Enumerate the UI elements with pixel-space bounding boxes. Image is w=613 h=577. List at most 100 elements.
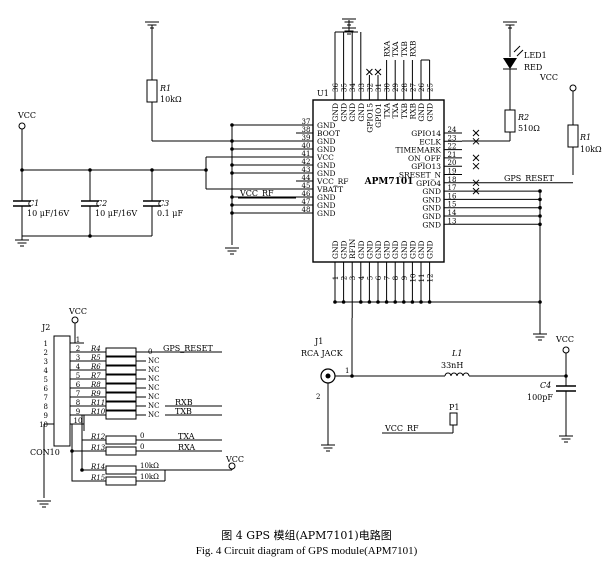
figure-caption-chinese: 图 4 GPS 模组(APM7101)电路图 bbox=[221, 529, 392, 542]
pin-number: 12 bbox=[427, 274, 435, 283]
resistor-value: NC bbox=[148, 402, 159, 410]
pin-number: 8 bbox=[392, 276, 400, 280]
net-label: TXA bbox=[391, 41, 400, 57]
c4-value: 100pF bbox=[527, 393, 553, 402]
junction-dot bbox=[88, 234, 92, 238]
junction-dot bbox=[230, 195, 234, 199]
j2-pin-number: 4 bbox=[76, 363, 81, 371]
pin-label: GND bbox=[422, 220, 441, 229]
pin-label: SRESET_N bbox=[399, 171, 442, 180]
resistor-value: NC bbox=[148, 366, 159, 374]
j1-ref: J1 bbox=[314, 337, 323, 346]
resistor-value: 0 bbox=[140, 443, 144, 451]
pin-label: GND bbox=[374, 240, 383, 259]
pin-label: GND bbox=[400, 240, 409, 259]
pin-number: 28 bbox=[401, 83, 409, 92]
pin-number: 24 bbox=[448, 126, 457, 134]
j2-pin-number: 3 bbox=[44, 358, 48, 366]
vcc-rf-net-label: VCC_RF bbox=[239, 189, 274, 198]
pin-number: 29 bbox=[392, 83, 400, 92]
pin-label: GND bbox=[317, 169, 336, 178]
resistor-ref: R5 bbox=[90, 354, 101, 362]
pin-number: 7 bbox=[384, 276, 392, 280]
net-label-rxb: RXB bbox=[175, 398, 193, 407]
junction-dot bbox=[230, 163, 234, 167]
resistor-ref: R12 bbox=[90, 433, 106, 441]
led-symbol bbox=[503, 58, 517, 69]
pin-label: GND bbox=[408, 240, 417, 259]
net-label: RXB bbox=[408, 40, 417, 57]
l1-value: 33nH bbox=[441, 361, 463, 370]
pin-number: 44 bbox=[302, 174, 311, 182]
resistor-ref: R14 bbox=[90, 463, 105, 471]
r-reset-ref: R1 bbox=[579, 133, 591, 142]
resistor-value: 10kΩ bbox=[140, 462, 159, 470]
p1-test-point bbox=[449, 412, 458, 426]
pin-number: 30 bbox=[384, 83, 392, 92]
vcc-terminal bbox=[71, 316, 79, 324]
junction-dot bbox=[538, 197, 542, 202]
resistor-r6 bbox=[105, 365, 137, 375]
vcc-label: VCC bbox=[17, 111, 36, 120]
pin-label: BOOT bbox=[317, 129, 340, 138]
chip-name: APM7101 bbox=[364, 177, 414, 187]
resistor-r7 bbox=[105, 374, 137, 384]
junction-dot bbox=[538, 205, 542, 210]
j2-pin-number: 5 bbox=[76, 372, 80, 380]
pin-number: 11 bbox=[418, 274, 426, 283]
r-reset-value: 10kΩ bbox=[580, 145, 602, 154]
led-color: RED bbox=[524, 63, 542, 72]
r1-ref: R1 bbox=[159, 84, 171, 93]
net-label-txb: TXB bbox=[175, 407, 192, 416]
pin-number: 19 bbox=[448, 168, 457, 176]
junction-dot bbox=[230, 147, 234, 151]
pin-number: 22 bbox=[448, 143, 457, 151]
pin-number: 47 bbox=[302, 198, 311, 206]
junction-dot bbox=[384, 300, 389, 304]
pin-label: GND bbox=[422, 204, 441, 213]
wiring bbox=[13, 18, 579, 508]
pin-number: 14 bbox=[448, 209, 457, 217]
junction-dot bbox=[359, 300, 363, 304]
pin-number: 18 bbox=[448, 176, 457, 184]
cap-ref: C2 bbox=[96, 199, 107, 208]
vcc-terminal bbox=[562, 346, 570, 354]
net-label-txa: TXA bbox=[178, 432, 195, 441]
resistor-r12 bbox=[105, 435, 137, 445]
vcc-terminal bbox=[569, 84, 577, 92]
resistor-r5 bbox=[105, 356, 137, 366]
junction-dot bbox=[367, 300, 372, 304]
j2-pin-number: 6 bbox=[44, 385, 49, 393]
pin-number: 16 bbox=[448, 192, 457, 200]
junction-dot bbox=[230, 171, 234, 175]
pin-number: 42 bbox=[302, 158, 311, 166]
junction-dot bbox=[427, 300, 432, 304]
resistor-value: NC bbox=[148, 375, 159, 383]
pin-number: 33 bbox=[358, 83, 366, 92]
resistor-value: NC bbox=[148, 384, 159, 392]
pin-number: 3 bbox=[349, 276, 357, 280]
pin-label: TIMEMARK bbox=[396, 146, 442, 155]
p1-ref: P1 bbox=[449, 403, 459, 412]
j2-pin-number: 7 bbox=[76, 390, 80, 398]
j2-connector-body bbox=[53, 335, 71, 447]
pin-label: GND bbox=[422, 187, 441, 196]
resistor-r1 bbox=[146, 79, 158, 103]
j2-pin-number: 1 bbox=[76, 336, 80, 344]
j2-pin-number: 2 bbox=[44, 349, 48, 357]
pin-label: VCC_RF bbox=[316, 177, 349, 186]
pin-number: 31 bbox=[375, 83, 383, 92]
resistor-ref: R8 bbox=[90, 381, 101, 389]
pin-label: GND bbox=[331, 240, 340, 259]
pin-label: GPIO1 bbox=[374, 103, 383, 128]
pin-number: 5 bbox=[366, 276, 374, 280]
resistor-ref: R13 bbox=[90, 444, 106, 452]
pin-label: GND bbox=[317, 193, 336, 202]
j2-pin-number: 3 bbox=[76, 354, 80, 362]
junction-dot bbox=[230, 211, 234, 215]
r2-ref: R2 bbox=[517, 113, 529, 122]
pin-label: GPIO4 bbox=[416, 179, 441, 188]
j2-ref: J2 bbox=[41, 323, 50, 332]
resistor-r14 bbox=[105, 465, 137, 475]
